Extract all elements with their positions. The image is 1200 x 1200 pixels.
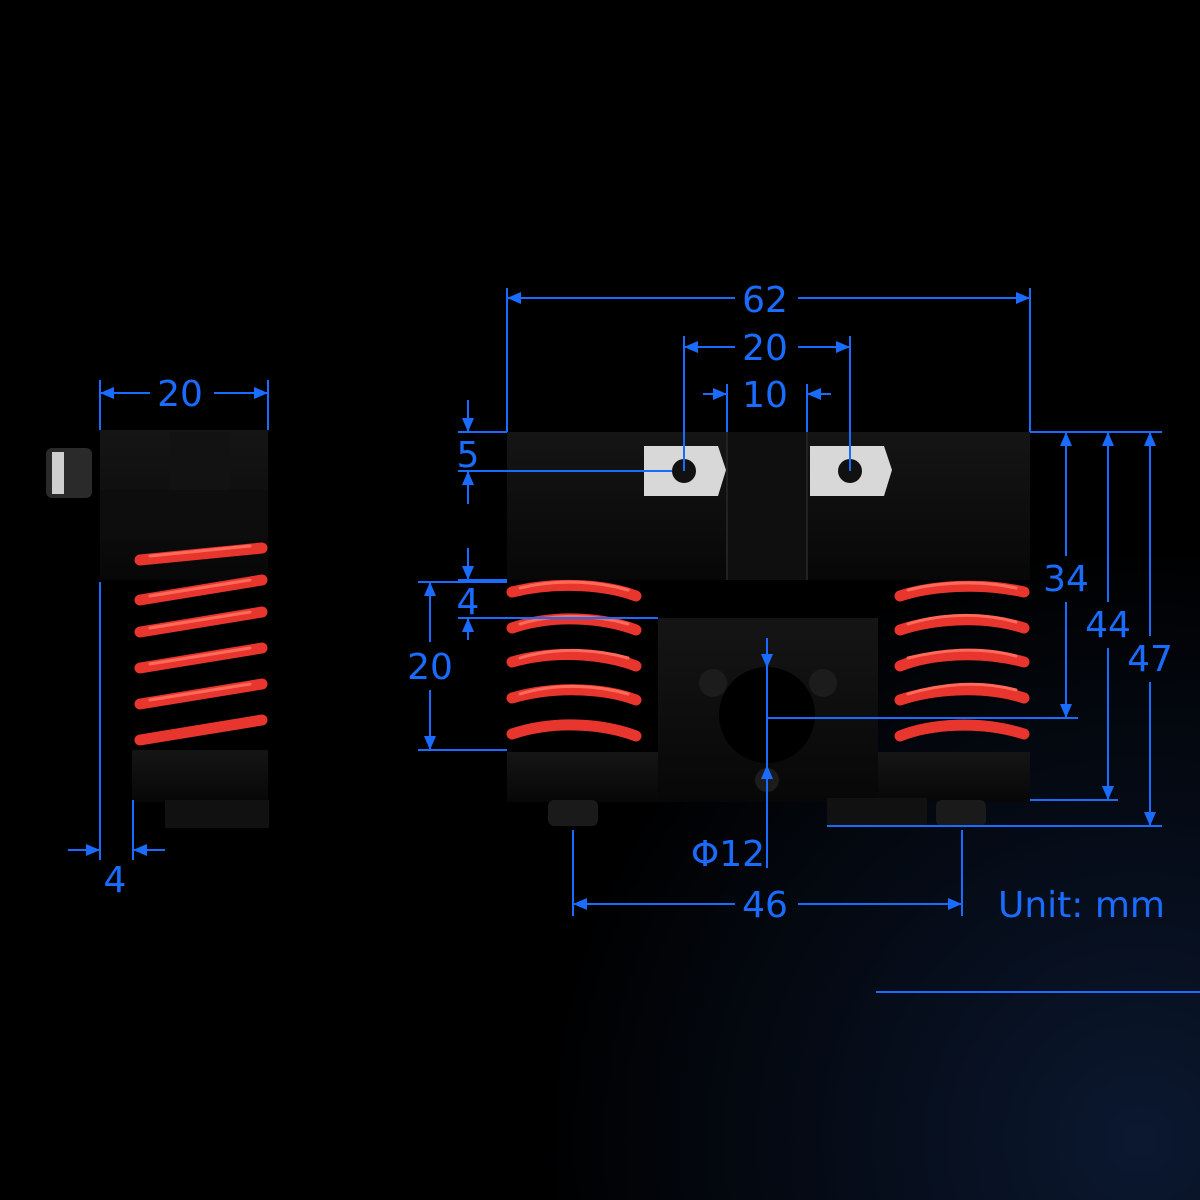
dim62-arrow-left xyxy=(507,292,521,304)
unit-label: Unit: mm xyxy=(998,885,1165,926)
bore-arrow-top xyxy=(761,654,773,668)
dim20v-arrow-top xyxy=(424,582,436,596)
dim5-arrow-top xyxy=(462,418,474,432)
dim20h-arrow-right xyxy=(836,341,850,353)
dim34-label: 34 xyxy=(1043,559,1089,600)
dim4-arrow-top xyxy=(462,566,474,580)
dim5-arrow-bottom xyxy=(462,471,474,485)
dim10-arrow-right xyxy=(807,388,821,400)
side-top-notch xyxy=(170,432,230,494)
front-center-slot xyxy=(727,432,807,580)
bolt-head-left xyxy=(699,669,727,697)
side-screw-shine xyxy=(52,452,64,494)
side-width-arrow-right xyxy=(254,387,268,399)
dim62-arrow-right xyxy=(1016,292,1030,304)
dim46-arrow-left xyxy=(573,898,587,910)
bolt-head-right xyxy=(809,669,837,697)
dim10-arrow-left xyxy=(713,388,727,400)
foot-left xyxy=(548,800,598,826)
front-left-spring xyxy=(506,579,642,742)
side-spring xyxy=(134,542,268,746)
dim47-arrow-bottom xyxy=(1144,812,1156,826)
foot-right xyxy=(936,800,986,826)
dim47-arrow-top xyxy=(1144,432,1156,446)
side-mid-plate xyxy=(100,490,268,540)
dim20v-label: 20 xyxy=(407,647,453,688)
dim46-label: 46 xyxy=(742,885,788,926)
dim10-label: 10 xyxy=(742,375,788,416)
dim34-arrow-top xyxy=(1060,432,1072,446)
dim44-label: 44 xyxy=(1085,605,1131,646)
side-offset-arrow-left xyxy=(86,844,100,856)
dim5-label: 5 xyxy=(457,435,480,476)
bore-arrow-bottom xyxy=(761,765,773,779)
front-right-spring xyxy=(894,580,1030,742)
dim34-arrow-bottom xyxy=(1060,704,1072,718)
dim47-label: 47 xyxy=(1127,639,1173,680)
side-bottom-block xyxy=(132,750,268,802)
dim20h-arrow-left xyxy=(684,341,698,353)
dim44-arrow-top xyxy=(1102,432,1114,446)
front-bottom-tab xyxy=(827,798,927,826)
side-view: 20 4 xyxy=(46,374,269,901)
dim4-label: 4 xyxy=(457,582,480,623)
dim62-label: 62 xyxy=(742,280,788,321)
side-width-label: 20 xyxy=(157,374,203,415)
dim20v-arrow-bottom xyxy=(424,736,436,750)
side-offset-label: 4 xyxy=(104,860,127,901)
dim46-arrow-right xyxy=(948,898,962,910)
side-offset-arrow-right xyxy=(133,844,147,856)
bore-label: Φ12 xyxy=(691,834,765,875)
side-width-arrow-left xyxy=(100,387,114,399)
side-bottom-nut xyxy=(165,800,269,828)
front-view: 62 20 10 5 4 xyxy=(407,280,1173,926)
dim20h-label: 20 xyxy=(742,328,788,369)
dim4-arrow-bottom xyxy=(462,618,474,632)
dim44-arrow-bottom xyxy=(1102,786,1114,800)
